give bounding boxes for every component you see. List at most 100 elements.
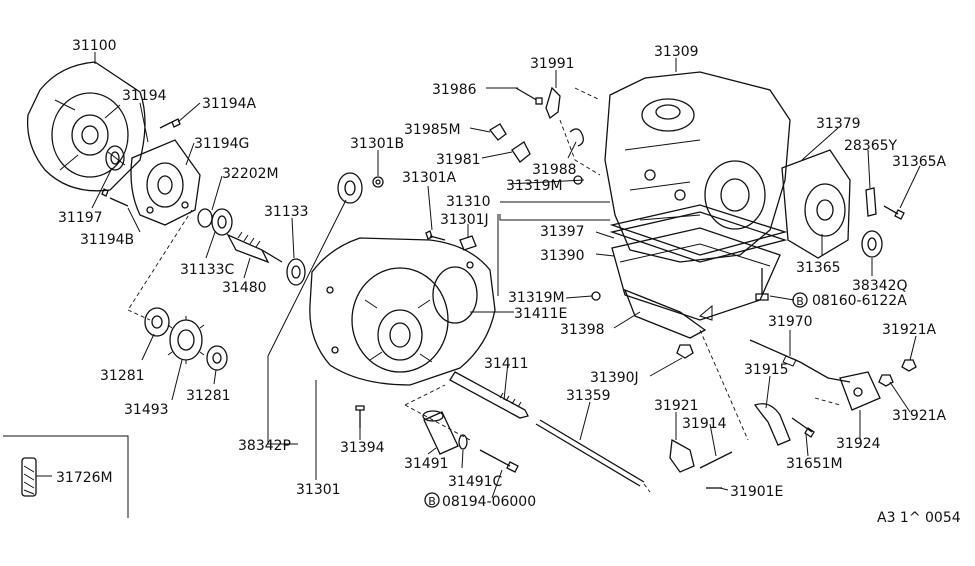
label-31319M-upper: 31319M <box>506 178 563 194</box>
label-31491: 31491 <box>404 456 449 472</box>
label-31197: 31197 <box>58 210 103 226</box>
label-31309: 31309 <box>654 44 699 60</box>
label-32202M: 32202M <box>222 166 279 182</box>
part-31309-main-case <box>604 71 791 263</box>
label-31301J: 31301J <box>440 212 489 228</box>
assembly-path-linkage <box>559 87 601 176</box>
label-31901E: 31901E <box>730 484 783 500</box>
label-31194: 31194 <box>122 88 167 104</box>
label-08194-06000: 08194-06000 <box>442 494 536 510</box>
label-31194A: 31194A <box>202 96 257 112</box>
label-31988: 31988 <box>532 162 577 178</box>
bolt-31194B <box>101 188 129 207</box>
label-08160-6122A: 08160-6122A <box>812 293 907 309</box>
part-31398-strainer <box>623 288 713 339</box>
part-31359-shaft <box>535 419 651 493</box>
part-31411-output-shaft <box>449 371 529 419</box>
label-31991: 31991 <box>530 56 575 72</box>
bolt-08160-6122A <box>755 268 769 301</box>
label-31985M: 31985M <box>404 122 461 138</box>
label-31726M: 31726M <box>56 470 113 486</box>
label-31359: 31359 <box>566 388 611 404</box>
part-31281-bearing-left <box>144 307 170 337</box>
label-31921A-lower: 31921A <box>892 408 947 424</box>
label-31921A-upper: 31921A <box>882 322 937 338</box>
label-31480: 31480 <box>222 280 267 296</box>
part-38342Q-seal <box>861 230 883 258</box>
label-31365: 31365 <box>796 260 841 276</box>
label-31397: 31397 <box>540 224 585 240</box>
label-31301: 31301 <box>296 482 341 498</box>
bolt-31301A <box>425 230 446 241</box>
label-38342P: 38342P <box>238 438 291 454</box>
label-31491C: 31491C <box>448 474 503 490</box>
label-28365Y: 28365Y <box>844 138 898 154</box>
label-31194G: 31194G <box>194 136 249 152</box>
label-31921: 31921 <box>654 398 699 414</box>
label-31310: 31310 <box>446 194 491 210</box>
label-31493: 31493 <box>124 402 169 418</box>
label-31133: 31133 <box>264 204 309 220</box>
label-31394: 31394 <box>340 440 385 456</box>
part-31915-detent <box>753 403 791 446</box>
label-31379: 31379 <box>816 116 861 132</box>
bolt-31394 <box>355 405 365 428</box>
part-31985M-clip <box>489 123 507 141</box>
part-31970-control-rod <box>749 339 851 383</box>
label-31301B: 31301B <box>350 136 404 152</box>
part-31133C-bearing <box>211 208 233 236</box>
part-31100-cover <box>26 61 146 192</box>
plug-31319M-lower <box>591 291 601 301</box>
nut-31921A-lower <box>878 374 894 387</box>
bolt-marker-08160: B <box>792 292 808 308</box>
part-31491-sleeve <box>422 410 459 455</box>
part-31379-extension-housing <box>781 149 851 259</box>
part-32202M-oring <box>197 208 213 228</box>
label-31398: 31398 <box>560 322 605 338</box>
plug-31390J <box>676 344 694 359</box>
nut-31921A-upper <box>901 359 917 372</box>
label-31319M-lower: 31319M <box>508 290 565 306</box>
part-31988-spring <box>569 128 584 147</box>
label-31194B: 31194B <box>80 232 134 248</box>
label-31914: 31914 <box>682 416 727 432</box>
part-31281-bearing-right <box>206 345 228 371</box>
label-31133C: 31133C <box>180 262 235 278</box>
part-31390-oil-pan <box>611 227 781 321</box>
label-31411: 31411 <box>484 356 529 372</box>
label-31390: 31390 <box>540 248 585 264</box>
part-31651M-shaft <box>791 417 815 438</box>
part-31301-transaxle-case <box>309 237 496 386</box>
part-31133-seal <box>286 258 306 286</box>
part-31197-seal <box>105 145 125 171</box>
label-31651M: 31651M <box>786 456 843 472</box>
label-31970: 31970 <box>768 314 813 330</box>
label-31281-left: 31281 <box>100 368 145 384</box>
label-38342Q: 38342Q <box>852 278 908 294</box>
part-31397-control-valve <box>609 204 788 263</box>
part-38342P-seal <box>337 172 363 204</box>
part-31991-lever <box>545 86 561 120</box>
part-31493-differential-gear <box>167 316 205 364</box>
assembly-path-differential <box>127 209 193 321</box>
label-31365A: 31365A <box>892 154 947 170</box>
bolt-31194A <box>159 118 181 129</box>
assembly-path-selector <box>699 329 841 441</box>
assembly-path-shafts <box>404 384 471 441</box>
bolt-31365A <box>883 205 905 220</box>
bolt-marker-08194: B <box>424 492 440 508</box>
bolt-marker-label: B <box>428 495 436 508</box>
inset-31726M-filter <box>3 435 129 518</box>
part-31480-gear-shaft <box>226 231 283 264</box>
label-31390J: 31390J <box>590 370 639 386</box>
part-31194-pump <box>130 139 201 226</box>
label-31915: 31915 <box>744 362 789 378</box>
bolt-marker-label: B <box>796 295 804 308</box>
label-31281-right: 31281 <box>186 388 231 404</box>
part-31921-lever <box>669 438 695 473</box>
part-31914-pin <box>699 451 733 469</box>
label-31301A: 31301A <box>402 170 457 186</box>
bolt-08194-06000 <box>479 449 519 473</box>
